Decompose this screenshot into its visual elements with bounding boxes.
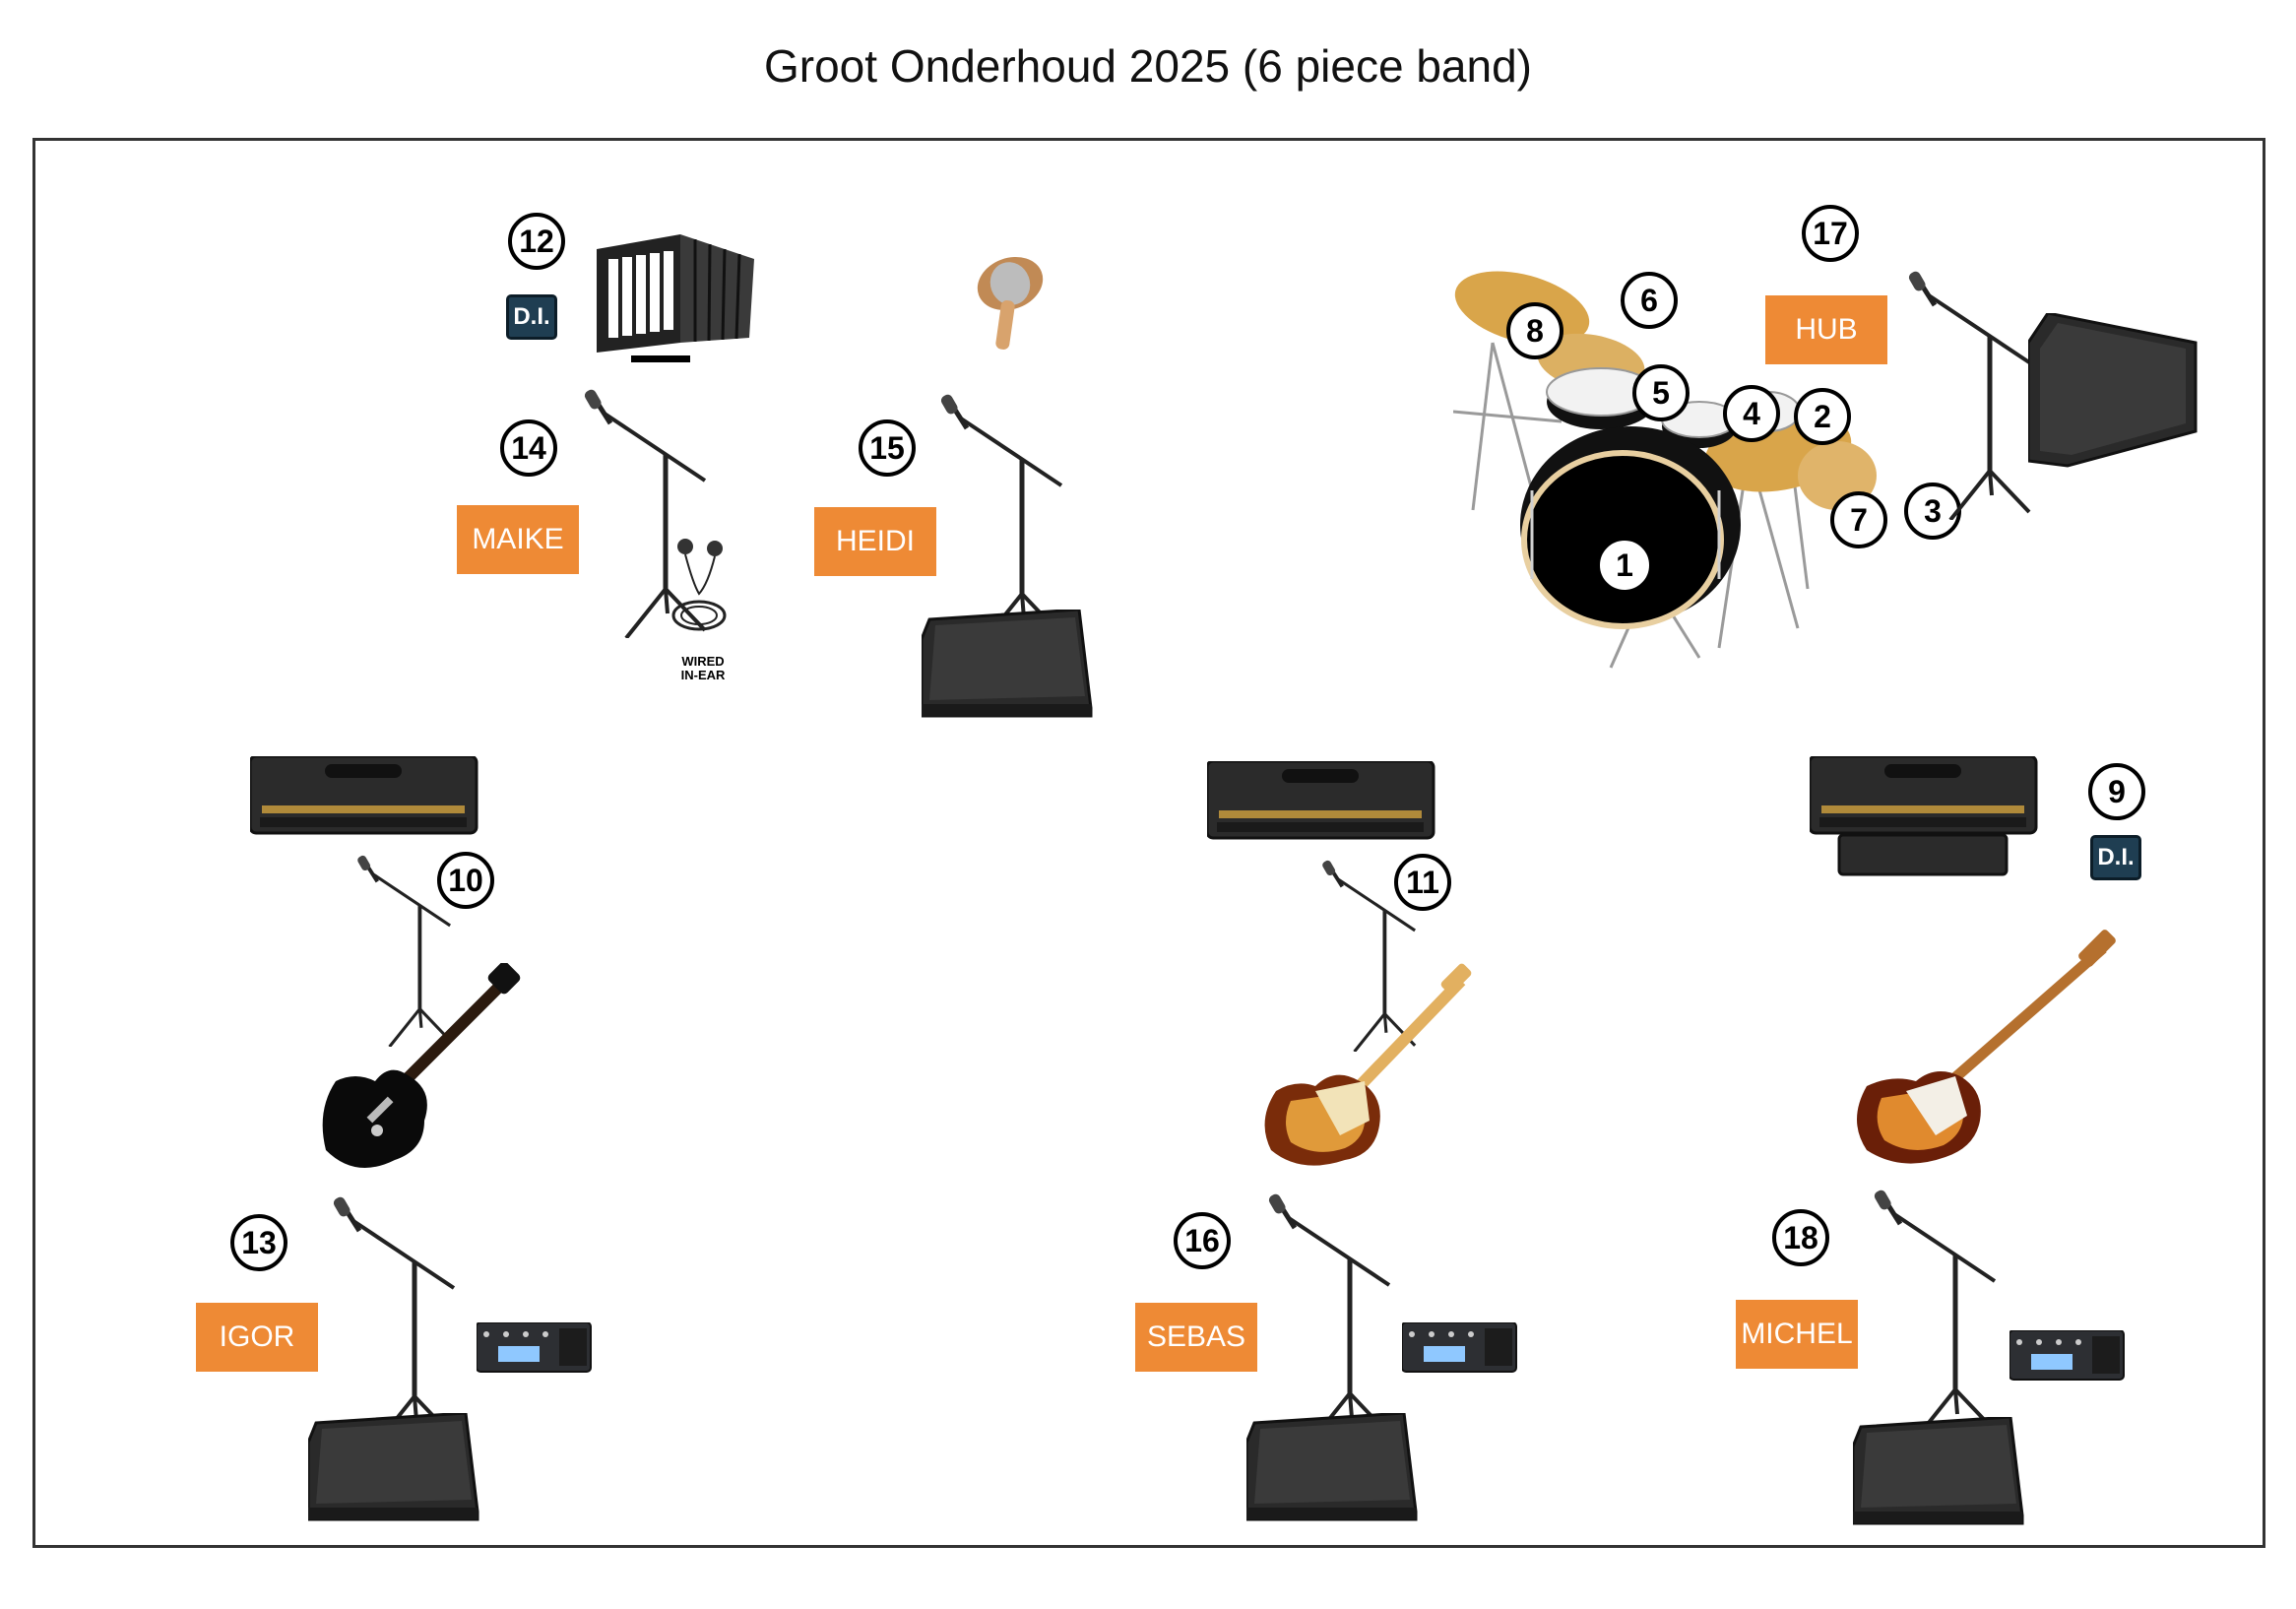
mic-stand-17 (1901, 264, 2039, 520)
channel-15-badge: 15 (859, 419, 916, 477)
channel-3-badge: 3 (1904, 483, 1961, 540)
mic-stand-16 (1261, 1187, 1399, 1443)
musician-tag-michel: MICHEL (1736, 1300, 1858, 1369)
stage-plot: 12 D.I. 14 MAIKE WIRED IN-EAR 15 HEIDI (32, 138, 2265, 1548)
channel-9-badge: 9 (2088, 763, 2145, 820)
bass-guitar-icon (1857, 930, 2116, 1164)
guitar-amp-igor (250, 756, 478, 835)
channel-12-badge: 12 (508, 213, 565, 270)
musician-tag-hub: HUB (1765, 295, 1887, 364)
electric-guitar-les-paul-icon (322, 963, 521, 1168)
channel-8-badge: 8 (1506, 302, 1563, 359)
channel-7-badge: 7 (1830, 491, 1887, 548)
channel-17-badge: 17 (1802, 205, 1859, 262)
channel-1-badge: 1 (1596, 537, 1653, 594)
multi-effects-pedal-igor (477, 1322, 592, 1373)
channel-4-badge: 4 (1723, 385, 1780, 442)
electric-guitar-telecaster-icon (1264, 963, 1472, 1166)
channel-11-badge: 11 (1394, 854, 1451, 911)
di-box: D.I. (506, 294, 557, 340)
channel-16-badge: 16 (1174, 1212, 1231, 1269)
musician-tag-heidi: HEIDI (814, 507, 936, 576)
di-box-bass: D.I. (2090, 835, 2141, 880)
bass-amp-michel (1810, 756, 2038, 876)
page-title: Groot Onderhoud 2025 (6 piece band) (764, 40, 1532, 92)
musician-tag-sebas: SEBAS (1135, 1303, 1257, 1372)
channel-5-badge: 5 (1632, 364, 1690, 421)
mic-stand-15 (933, 387, 1071, 643)
channel-10-badge: 10 (437, 852, 494, 909)
mic-stand-18 (1867, 1183, 2005, 1439)
in-ear-label: WIRED IN-EAR (680, 654, 726, 682)
monitor-wedge-igor (308, 1413, 479, 1521)
guitar-amp-sebas (1207, 761, 1435, 840)
side-fill-speaker-icon (2028, 313, 2198, 468)
monitor-wedge-michel (1853, 1417, 2024, 1525)
musician-tag-maike: MAIKE (457, 505, 579, 574)
channel-2-badge: 2 (1794, 388, 1851, 445)
channel-18-badge: 18 (1772, 1209, 1829, 1266)
channel-13-badge: 13 (230, 1214, 287, 1271)
in-ear-monitor-icon (671, 539, 727, 631)
multi-effects-pedal-michel (2009, 1330, 2125, 1381)
monitor-wedge-heidi (922, 610, 1093, 718)
musician-tag-igor: IGOR (196, 1303, 318, 1372)
mic-stand-13 (326, 1190, 464, 1446)
monitor-wedge-sebas (1246, 1413, 1418, 1521)
shaker-icon (977, 256, 1044, 350)
accordion-icon (597, 234, 754, 362)
channel-6-badge: 6 (1621, 272, 1678, 329)
multi-effects-pedal-sebas (1402, 1322, 1517, 1373)
channel-14-badge: 14 (500, 419, 557, 477)
